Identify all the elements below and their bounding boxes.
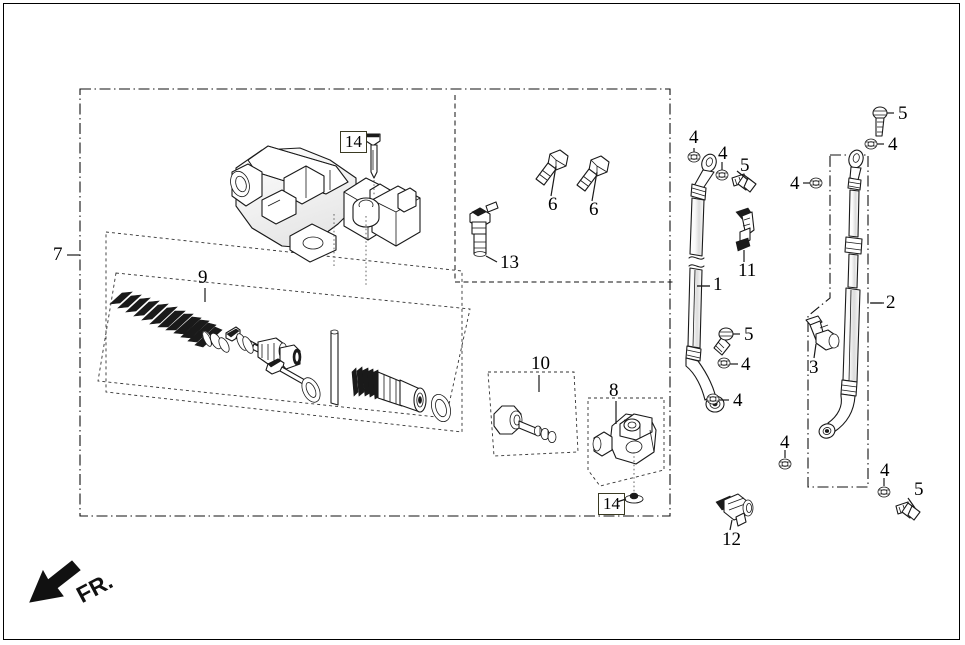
callout-label-4a: 4 [689,127,699,148]
washer-4-f [706,393,729,405]
callout-label-4c: 4 [888,134,898,155]
callout-label-13: 13 [500,252,519,273]
part-3-clamp [805,315,840,359]
group-box-8 [587,397,665,487]
group-box-2 [807,154,869,488]
callout-label-4h: 4 [880,460,890,481]
callout-label-5d: 5 [914,479,924,500]
part-9-repair-kit [109,291,451,423]
bolt-5-d [895,497,921,521]
callout-label-10: 10 [531,353,550,374]
washer-4-e [717,357,738,369]
washer-4-a [687,148,701,163]
callout-label-3: 3 [809,357,819,378]
bolt-5-a [731,170,757,193]
group-box-10 [487,371,579,457]
washer-4-h [877,478,891,498]
callout-label-1: 1 [713,274,723,295]
part-14-screw [365,133,381,196]
callout-label-4d: 4 [790,173,800,194]
callout-label-5c: 5 [744,324,754,345]
callout-label-6b: 6 [589,199,599,220]
callout-label-9: 9 [198,267,208,288]
callout-label-11: 11 [738,260,757,281]
part-6-bolt-b [576,155,610,202]
group-box-7 [79,88,671,517]
callout-label-5b: 5 [898,103,908,124]
callout-label-4g: 4 [780,432,790,453]
bolt-5-c [713,327,740,356]
callout-label-5a: 5 [740,155,750,176]
part-6-bolt-a [535,149,569,197]
callout-label-4b: 4 [718,143,728,164]
part-12-bleed-valve [715,493,754,531]
callout-label-2: 2 [886,292,896,313]
washer-4-g [778,450,792,470]
callout-label-4f: 4 [733,390,743,411]
washer-4-d [803,177,823,189]
part-10-boot-pin [493,405,557,443]
callout-label-6a: 6 [548,194,558,215]
bolt-5-b [872,106,894,137]
part-8-lever-holder [592,413,657,492]
fr-arrow-icon [29,560,81,603]
part-13-valve [469,201,499,263]
callout-label-7: 7 [53,244,63,265]
washer-4-b [715,162,729,181]
callout-label-12: 12 [722,529,741,550]
part-master-cylinder [230,145,421,263]
part-11-hose-guide [735,207,755,262]
boxed-callout-14-bottom: 14 [598,493,625,515]
washer-4-c [864,138,884,150]
part-14-washer [624,492,644,504]
group-box-upper-inner [454,95,673,283]
callout-label-4e: 4 [741,354,751,375]
callout-label-8: 8 [609,380,619,401]
page-border [3,3,960,640]
part-2-brake-hose [818,149,882,439]
group-box-9-inner [97,272,471,419]
boxed-callout-14-top: 14 [340,131,367,153]
group-box-9-outer [105,231,463,433]
